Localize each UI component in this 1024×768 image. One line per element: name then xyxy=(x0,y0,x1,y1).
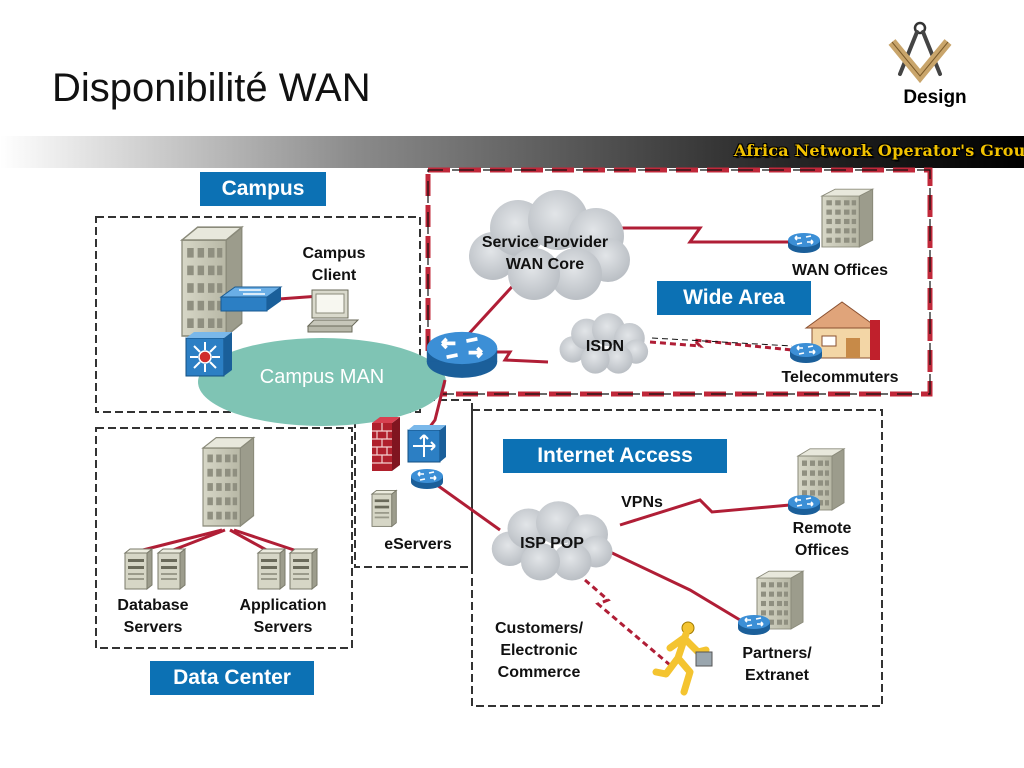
link-dc-app2 xyxy=(233,528,301,554)
building-icon xyxy=(821,188,874,248)
router-icon xyxy=(410,468,444,490)
header-banner-bar xyxy=(0,136,1024,168)
label-application-servers: Application Servers xyxy=(239,597,327,636)
switch-icon xyxy=(219,286,283,312)
link-isdn-telecommuters xyxy=(649,338,793,352)
banner-org-name: Africa Network Operator's Group xyxy=(734,141,1024,160)
link-isp-remote xyxy=(619,498,791,527)
label-database-servers: Database Servers xyxy=(117,597,189,636)
link-dc-app1 xyxy=(229,528,271,554)
router-icon xyxy=(737,614,771,636)
server-icon xyxy=(157,548,186,590)
walking-person-icon xyxy=(652,621,713,696)
label-remote-offices: Remote Offices xyxy=(792,520,852,559)
link-dc-db2 xyxy=(167,528,226,554)
region-label-internet-access: Internet Access xyxy=(503,439,727,473)
label-wan-offices: WAN Offices xyxy=(791,262,888,279)
internet-access-boundary xyxy=(471,409,883,707)
label-campus-client: Campus Client xyxy=(302,245,366,284)
link-wan-core-offices xyxy=(622,226,790,244)
layer3-switch-icon xyxy=(185,332,232,377)
label-telecommuters: Telecommuters xyxy=(781,369,899,386)
label-isdn: ISDN xyxy=(585,338,625,355)
router-icon xyxy=(789,342,823,364)
link-router-isdn xyxy=(492,350,549,364)
building-icon xyxy=(202,436,255,527)
building-icon xyxy=(181,226,243,337)
campus-boundary xyxy=(95,216,421,413)
workstation-icon xyxy=(306,289,360,333)
router-icon xyxy=(424,330,500,380)
link-dc-db1 xyxy=(134,528,223,554)
label-service-provider: Service Provider WAN Core xyxy=(481,234,609,273)
server-icon xyxy=(257,548,286,590)
link-router-wan-core xyxy=(463,276,522,340)
label-eservers: eServers xyxy=(384,536,452,553)
label-campus-man: Campus MAN xyxy=(259,366,385,388)
label-partners-extranet: Partners/ Extranet xyxy=(742,645,812,684)
server-icon xyxy=(371,489,397,527)
campus-man-ellipse xyxy=(198,338,446,426)
label-isp-pop: ISP POP xyxy=(520,535,584,552)
link-isp-partners xyxy=(609,550,741,622)
region-label-campus: Campus xyxy=(200,172,326,206)
link-isp-customers xyxy=(584,578,671,667)
label-customers: Customers/ Electronic Commerce xyxy=(494,620,584,681)
router-icon xyxy=(787,494,821,516)
server-icon xyxy=(124,548,153,590)
link-eserver-router-isp xyxy=(429,478,501,532)
eservers-boundary xyxy=(354,399,473,568)
firewall-icon xyxy=(372,417,400,471)
server-icon xyxy=(289,548,318,590)
slide-title: Disponibilité WAN xyxy=(52,66,371,110)
router-icon xyxy=(787,232,821,254)
compass-square-logo-icon xyxy=(888,21,952,84)
data-center-boundary xyxy=(95,427,353,649)
switch-icon xyxy=(407,425,446,463)
label-vpns: VPNs xyxy=(621,494,663,511)
logo-caption: Design xyxy=(903,87,967,108)
region-label-data-center: Data Center xyxy=(150,661,314,695)
region-label-wide-area: Wide Area xyxy=(657,281,811,315)
